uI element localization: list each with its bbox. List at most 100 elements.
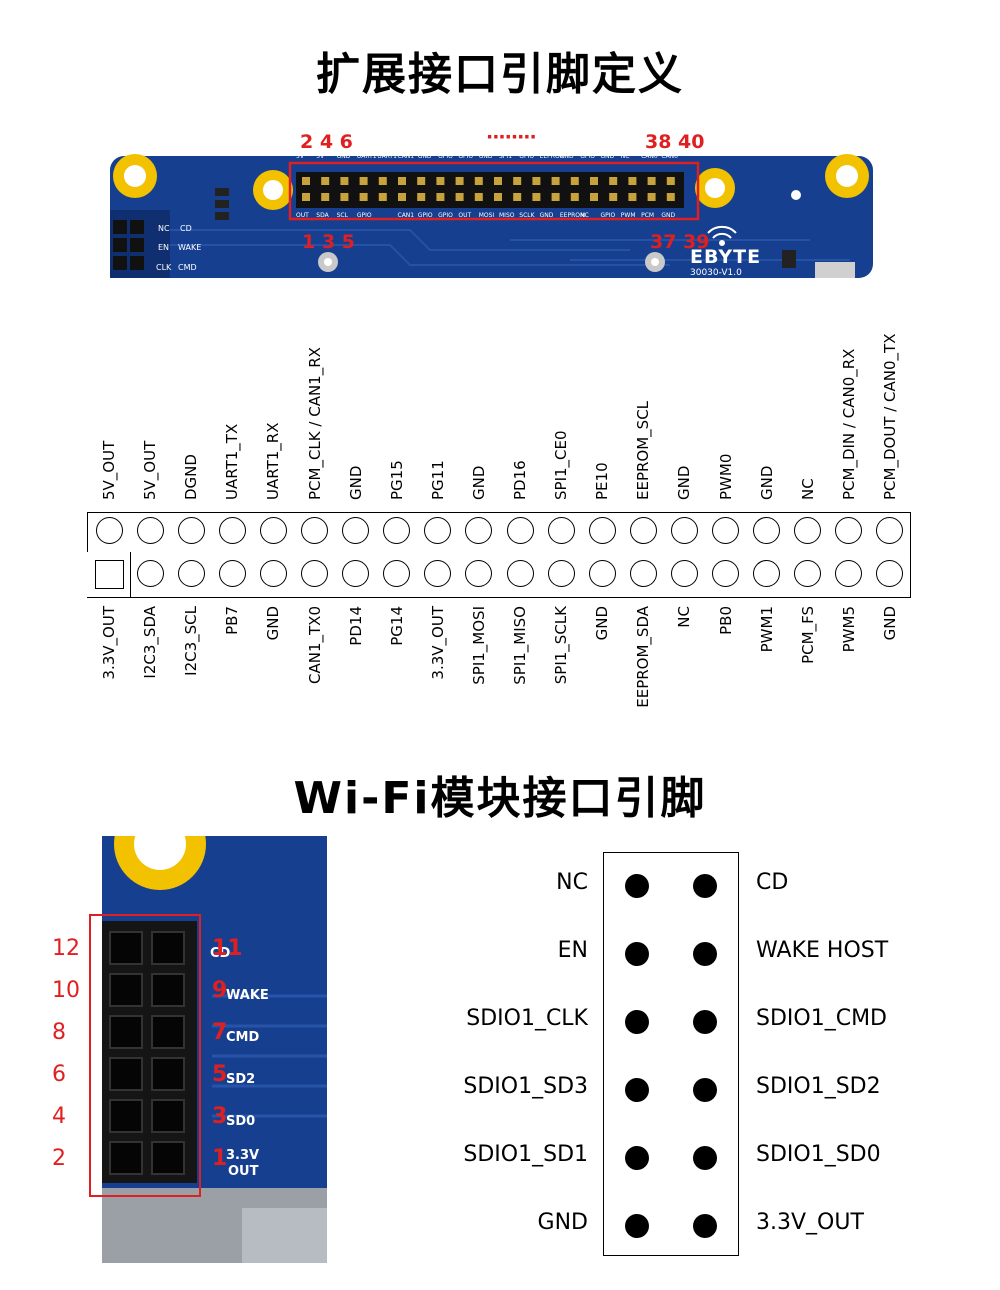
header-pin-even (753, 517, 781, 544)
highlight-frame (288, 161, 700, 221)
header-bottom-label: PD14 (346, 606, 365, 646)
wifi-socket (109, 973, 143, 1007)
wifi-pin-dot-left (625, 1146, 649, 1170)
board-header-pin (628, 177, 637, 185)
silk-bottom-text: OUT (458, 212, 472, 219)
header-bottom-label: SPI1_MISO (511, 606, 529, 685)
header-top-label: PE10 (593, 462, 612, 500)
header-pin-odd (753, 560, 781, 587)
board-header-pin (455, 177, 464, 185)
silk-bottom-text: EEPROM (559, 212, 586, 219)
wifi-pin-dot-right (693, 874, 717, 898)
wifi-pin-dot-right (693, 1214, 717, 1238)
header-pin-even (629, 517, 657, 544)
board-header-pin (340, 193, 349, 201)
header-outline (87, 512, 911, 598)
board-header-pin (570, 193, 579, 201)
header-pin-even (259, 517, 287, 544)
header-top-label: NC (798, 478, 817, 500)
wifi-pin-number-odd: 1 (212, 1146, 228, 1171)
pin-num-even-left: 2 4 6 (300, 131, 353, 153)
header-top-label: GND (469, 465, 488, 500)
board-header-pin (551, 193, 560, 201)
board-header-pin (417, 193, 426, 201)
wifi-socket (109, 1057, 143, 1091)
silk-bottom-text: PCM (641, 212, 655, 219)
ext-title: 扩展接口引脚定义 (316, 49, 684, 100)
wifi-pin-dot-left (625, 1010, 649, 1034)
board-header-pin (628, 193, 637, 201)
board-header-pin (647, 177, 656, 185)
header-pin-even (342, 517, 370, 544)
wifi-left-label: GND (537, 1210, 588, 1235)
header-bottom-label: CAN1_TX0 (305, 606, 324, 684)
silk-bottom-text: MOSI (478, 212, 495, 219)
silk-top-text: UART1 (356, 153, 377, 160)
silk-top-text: CAN1 (397, 153, 415, 160)
wifi-left-label: SDIO1_SD3 (463, 1074, 588, 1099)
header-pin-odd (588, 560, 616, 587)
silk-bottom-text: OUT (296, 212, 309, 219)
header-pin-even (218, 517, 246, 544)
header-bottom-label: PB0 (716, 606, 735, 635)
header-pin-even (506, 517, 534, 544)
board-header-pin (302, 193, 310, 201)
wifi-pin-dot-left (625, 874, 649, 898)
silk-top-text: GND (336, 153, 351, 160)
wifi-pin-dot-right (693, 942, 717, 966)
header-top-label: EEPROM_SCL (634, 400, 653, 500)
silk-top-text: GND (559, 153, 574, 160)
header-pin-even (177, 517, 205, 544)
silk-top-text: EEPROM (539, 153, 565, 160)
wifi-pin-dot-left (625, 1214, 649, 1238)
board-model: 30030-V1.0 (690, 268, 742, 278)
board-header-pin (494, 193, 502, 201)
wifi-silk-cmd: CMD (178, 263, 197, 272)
header-top-label: PCM_DOUT / CAN0_TX (880, 333, 899, 501)
silk-top-text: SPI1 (499, 153, 513, 160)
header-top-label: GND (757, 465, 776, 500)
header-pin-odd (547, 560, 575, 587)
board-header-pin (340, 177, 349, 185)
board-header-pin (513, 193, 522, 201)
wifi-socket (151, 973, 185, 1007)
header-pin-odd (424, 560, 452, 587)
board-header-pin (302, 177, 310, 185)
silk-bottom-text: SCLK (519, 212, 535, 219)
board-header-pin (359, 177, 368, 185)
wifi-pin-number-odd: 5 (212, 1062, 228, 1087)
board-header-pin (551, 177, 560, 185)
silk-bottom-text: CAN1 (397, 212, 415, 219)
wifi-pin-number-odd: 11 (212, 936, 243, 961)
board-header-pin (532, 193, 541, 201)
header-pin-odd (177, 560, 205, 587)
wifi-silk-en: EN (158, 243, 170, 252)
header-top-label: PG15 (387, 460, 406, 500)
wifi-connector-outline (603, 852, 739, 1256)
header-pin-odd (136, 560, 164, 587)
header-top-label: PG11 (428, 460, 447, 500)
wifi-silk-cmd2: CMD (226, 1030, 260, 1045)
wifi-socket (109, 1141, 143, 1175)
header-pin-odd (794, 560, 822, 587)
silk-bottom-text: GPIO (417, 212, 433, 219)
header-pin-odd (259, 560, 287, 587)
board-header-pin (321, 177, 330, 185)
board-header-pin (590, 193, 598, 201)
wifi-pin-number-even: 8 (52, 1020, 66, 1045)
silk-top-text: CAN0 (641, 153, 658, 160)
header-pin-odd (670, 560, 698, 587)
header-bottom-label: PWM5 (839, 606, 858, 653)
header-pin-even (95, 517, 123, 544)
wifi-left-label: SDIO1_SD1 (463, 1142, 588, 1167)
header-pin-odd (301, 560, 328, 587)
gpio-header-body (296, 172, 684, 208)
header-bottom-label: SPI1_MOSI (469, 606, 488, 685)
silk-top-text: CAN0 (661, 153, 678, 160)
header-pin-odd (876, 560, 904, 587)
header-pin-odd (629, 560, 657, 587)
silk-top-text: 5V (316, 153, 325, 160)
header-top-label: UART1_RX (264, 422, 283, 500)
wifi-socket (151, 1099, 185, 1133)
